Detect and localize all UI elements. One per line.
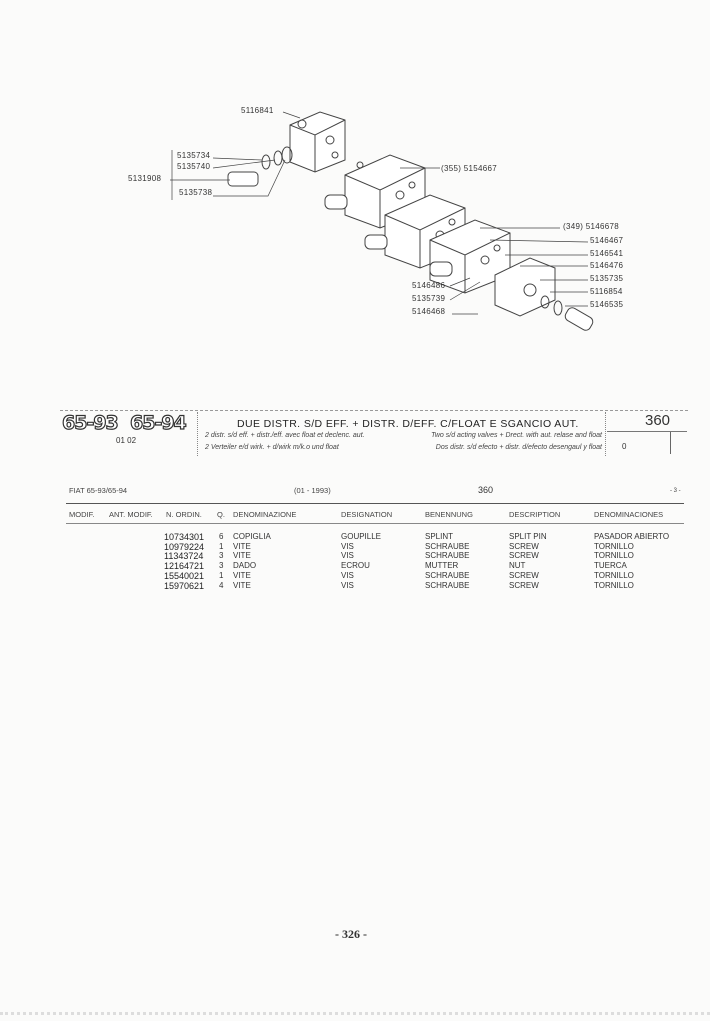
subtitle-de: 2 Verteiler e/d wirk. + d/wirk m/k.o und… <box>205 444 339 451</box>
table-row: 10979224 1 VITE VIS SCHRAUBE SCREW TORNILLO <box>0 542 710 552</box>
table-row: 15970621 4 VITE VIS SCHRAUBE SCREW TORNILLO <box>0 581 710 591</box>
cell-en: SCREW <box>509 551 539 561</box>
cell-n: 15540021 <box>164 570 205 581</box>
table-row: 11343724 3 VITE VIS SCHRAUBE SCREW TORNILLO <box>0 551 710 561</box>
cell-it: COPIGLIA <box>233 532 271 541</box>
callout: 5146541 <box>590 249 624 258</box>
cell-q: 3 <box>219 561 224 571</box>
cell-q: 4 <box>219 580 224 590</box>
end-cover <box>494 257 594 331</box>
cell-n: 11343724 <box>164 551 204 562</box>
cell-en: SCREW <box>509 541 539 551</box>
callout: 5116854 <box>590 287 623 296</box>
cell-es: TORNILLO <box>594 580 634 590</box>
meta-page: - 3 - <box>670 488 681 494</box>
col-header: MODIF. <box>69 510 95 519</box>
cell-q: 1 <box>219 570 224 580</box>
col-header: N. ORDIN. <box>166 510 202 519</box>
callout: 5146468 <box>412 307 446 316</box>
cell-q: 6 <box>219 532 224 541</box>
callout: 5135734 <box>177 151 211 160</box>
col-header: DESIGNATION <box>341 510 393 519</box>
fitting-left <box>227 146 293 187</box>
callout: 5146486 <box>412 281 446 290</box>
cell-de: MUTTER <box>425 561 459 571</box>
cell-de: SCHRAUBE <box>425 580 470 590</box>
leader-lines <box>170 111 589 315</box>
valve-top-block <box>289 111 346 173</box>
meta-group: 360 <box>478 485 494 495</box>
cell-es: PASADOR ABIERTO <box>594 532 670 541</box>
cell-es: TORNILLO <box>594 570 634 580</box>
section-title: DUE DISTR. S/D EFF. + DISTR. D/EFF. C/FL… <box>237 418 579 430</box>
cell-de: SCHRAUBE <box>425 551 470 561</box>
cell-es: TORNILLO <box>594 551 634 561</box>
cell-q: 1 <box>219 541 224 551</box>
cell-fr: VIS <box>341 580 354 590</box>
subtitle-en: Two s/d acting valves + Drect. with aut.… <box>431 432 602 439</box>
cell-it: VITE <box>233 541 251 551</box>
table-row: 12164721 3 DADO ECROU MUTTER NUT TUERCA <box>0 561 710 571</box>
callout: (349) 5146678 <box>563 222 619 231</box>
model-logo: 65-93 <box>61 411 119 434</box>
cell-it: VITE <box>233 580 251 590</box>
table-row: 10734301 6 COPIGLIA GOUPILLE SPLINT SPLIT PIN… <box>0 532 710 542</box>
callout: 5116841 <box>241 106 274 115</box>
subtitle-fr: 2 distr. s/d eff. + distr./eff. avec flo… <box>205 432 365 439</box>
col-header: BENENNUNG <box>425 510 473 519</box>
cell-de: SCHRAUBE <box>425 541 470 551</box>
cell-fr: VIS <box>341 551 354 561</box>
callout: 5135740 <box>177 162 211 171</box>
cell-it: VITE <box>233 570 251 580</box>
cell-en: NUT <box>509 561 526 571</box>
callout: 5146467 <box>590 236 624 245</box>
callout: 5135735 <box>590 274 624 283</box>
cell-en: SCREW <box>509 580 539 590</box>
cell-de: SPLINT <box>425 532 454 541</box>
cell-fr: GOUPILLE <box>341 532 382 541</box>
callout: 5135739 <box>412 294 446 303</box>
cell-q: 3 <box>219 551 224 561</box>
model-logo: 65-94 <box>129 411 187 434</box>
callout: 5135738 <box>179 188 213 197</box>
cell-it: VITE <box>233 551 251 561</box>
cell-it: DADO <box>233 561 257 571</box>
cell-n: 10734301 <box>164 532 205 542</box>
callout: (355) 5154667 <box>441 164 497 173</box>
cell-fr: VIS <box>341 570 354 580</box>
cell-en: SCREW <box>509 570 539 580</box>
exploded-valve-diagram <box>170 111 594 331</box>
col-header: DENOMINACIONES <box>594 510 664 519</box>
callout: 5146535 <box>590 300 624 309</box>
cell-n: 15970621 <box>164 580 205 591</box>
col-header: DENOMINAZIONE <box>233 510 297 519</box>
cell-es: TUERCA <box>594 561 627 571</box>
section-code: 01 02 <box>116 436 137 445</box>
group-number: 360 <box>645 412 671 429</box>
meta-date: (01 - 1993) <box>294 486 331 495</box>
callout: 5131908 <box>128 174 162 183</box>
col-header: Q. <box>217 510 225 519</box>
cell-en: SPLIT PIN <box>509 532 547 541</box>
meta-model: FIAT 65-93/65-94 <box>69 486 128 495</box>
callout: 5146476 <box>590 261 624 270</box>
subtitle-es: Dos distr. s/d efecto + distr. d/efecto … <box>435 444 602 451</box>
cell-es: TORNILLO <box>594 541 634 551</box>
page-number: - 326 - <box>335 927 367 941</box>
col-header: ANT. MODIF. <box>109 510 153 519</box>
box-value: 0 <box>622 442 627 451</box>
cell-n: 10979224 <box>164 541 205 552</box>
cell-fr: VIS <box>341 541 354 551</box>
table-row: 15540021 1 VITE VIS SCHRAUBE SCREW TORNILLO <box>0 571 710 581</box>
cell-de: SCHRAUBE <box>425 570 470 580</box>
col-header: DESCRIPTION <box>509 510 561 519</box>
cell-fr: ECROU <box>341 561 370 571</box>
cell-n: 12164721 <box>164 561 205 572</box>
